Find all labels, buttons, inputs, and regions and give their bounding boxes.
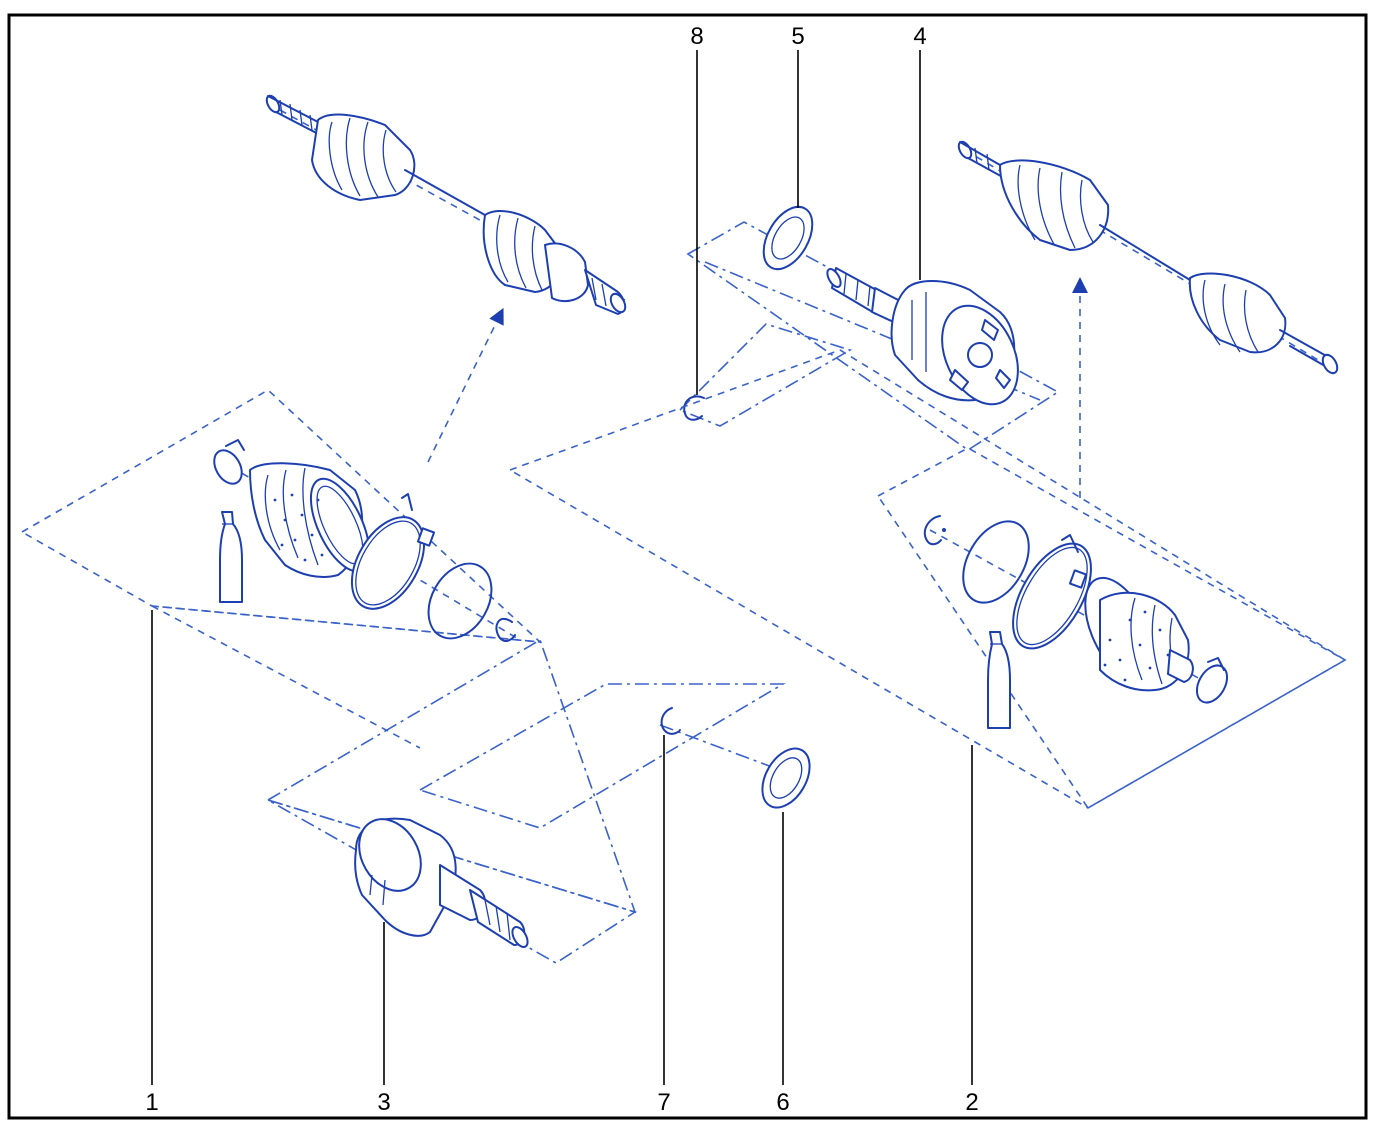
left-outer-joint (544, 242, 627, 315)
callout-3: 3 (377, 1089, 390, 1116)
callout-labels: 1 3 7 6 2 8 5 4 (145, 23, 978, 1116)
right-boot-texture-dots (1103, 610, 1170, 682)
callout-2: 2 (965, 1089, 978, 1116)
right-driveshaft-assembly (957, 140, 1339, 375)
right-boot-large-clamp (1012, 534, 1092, 650)
snap-ring-7 (660, 707, 681, 735)
left-boot-kit (20, 307, 543, 749)
callout-8: 8 (690, 23, 703, 50)
washer-5 (762, 205, 814, 271)
right-boot (1084, 576, 1194, 692)
left-ring (427, 562, 493, 640)
left-snap-ring (495, 617, 516, 642)
callout-4: 4 (913, 23, 926, 50)
left-grease-tube (219, 511, 243, 603)
diagram-border (7, 13, 1368, 1120)
right-outer-boot (999, 159, 1191, 281)
left-boot-small-clamp (213, 439, 245, 485)
snap-ring-8 (683, 395, 705, 421)
right-ring (962, 520, 1030, 604)
left-driveshaft-assembly (265, 94, 627, 315)
right-inner-boot (1188, 272, 1339, 375)
left-shaft-spline-end (265, 94, 327, 139)
inner-joint-3 (266, 638, 637, 964)
callout-5: 5 (791, 23, 804, 50)
right-boot-small-clamp (1195, 657, 1229, 704)
left-outer-boot (311, 113, 486, 216)
right-snap-ring (923, 515, 942, 546)
callout-1: 1 (145, 1089, 158, 1116)
right-grease-tube (987, 631, 1011, 729)
part-8-group (678, 323, 852, 427)
callout-7: 7 (657, 1089, 670, 1116)
right-boot-kit (508, 277, 1347, 810)
inner-joint-4-group (686, 205, 1060, 451)
washer-6 (761, 747, 811, 809)
callout-6: 6 (776, 1089, 789, 1116)
left-inner-boot (482, 210, 563, 293)
left-boot-large-clamp (350, 493, 436, 610)
left-boot-texture-dots (273, 493, 324, 562)
leader-lines (151, 50, 973, 1085)
parts-6-7-group (418, 683, 811, 829)
